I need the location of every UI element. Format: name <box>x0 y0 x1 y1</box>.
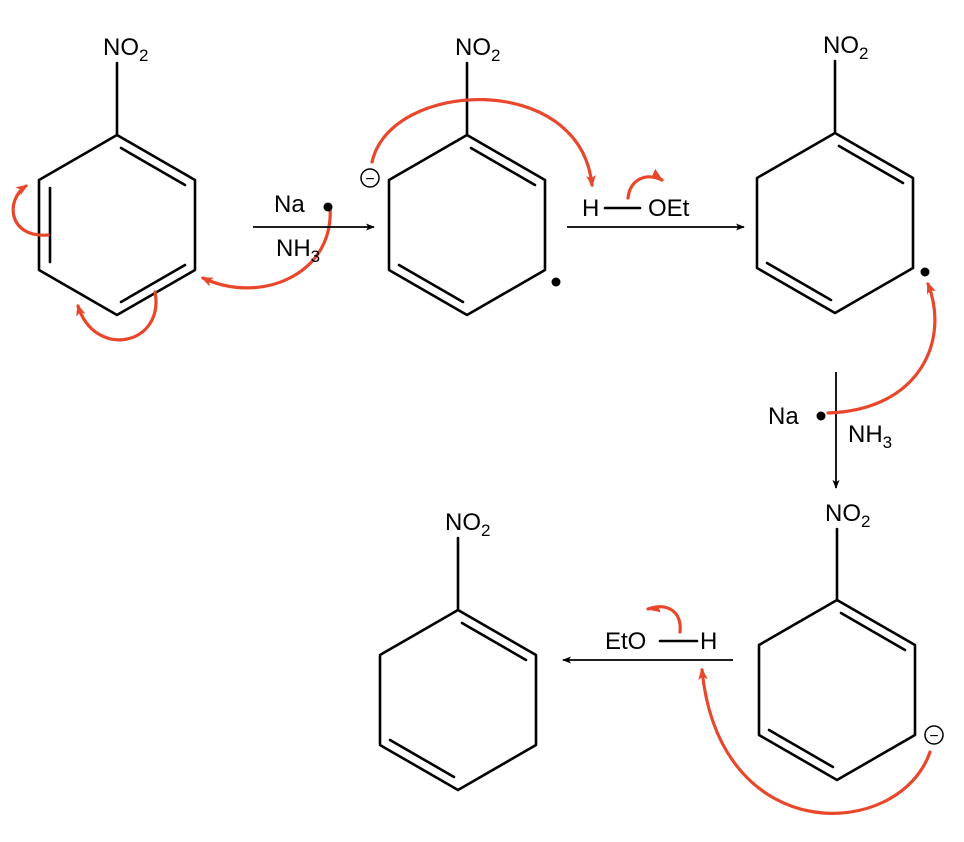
nitro-group-label: NO2 <box>445 509 490 540</box>
ring <box>755 131 915 315</box>
ring <box>757 598 917 782</box>
reagent-ammonia: NH3 <box>848 421 892 452</box>
curly-arrow <box>698 667 932 815</box>
reagent-ethoxy: OEt <box>648 195 690 222</box>
charge-label: − <box>365 171 374 188</box>
reagent-ammonia: NH3 <box>276 235 320 266</box>
benzene-ring <box>37 133 197 317</box>
electron-dot <box>323 202 333 212</box>
curly-arrow <box>76 290 158 342</box>
molecule-product-diene: NO2 <box>378 509 538 792</box>
nitro-group-label: NO2 <box>455 34 500 65</box>
nitro-group-label: NO2 <box>103 34 148 65</box>
molecule-cyclohexadienyl-anion: NO2 − <box>757 500 944 782</box>
reaction-arrow-step2: H OEt <box>567 195 745 231</box>
electron-dot <box>816 411 826 421</box>
negative-charge <box>924 725 944 745</box>
reagent-h: H <box>700 628 717 655</box>
molecule-nitrobenzene: NO2 <box>37 34 197 317</box>
molecule-radical-anion: NO2 − <box>360 34 561 317</box>
reaction-arrow-step3: Na NH3 <box>768 372 892 489</box>
reagent-sodium: Na <box>768 403 799 430</box>
ring-double-bond <box>767 728 835 769</box>
radical-dot <box>920 267 930 277</box>
half-arrow <box>626 168 664 200</box>
reaction-arrow-step4: EtO H <box>562 628 733 664</box>
reaction-arrow-step1: Na NH3 <box>253 191 375 266</box>
nitro-group-label: NO2 <box>823 32 868 63</box>
ring-double-bond <box>119 263 187 304</box>
reagent-ethoxy: EtO <box>605 628 646 655</box>
molecule-cyclohexadienyl-radical: NO2 <box>755 32 930 315</box>
half-arrow <box>646 605 682 634</box>
radical-dot <box>551 277 561 287</box>
ring-double-bond <box>119 146 187 187</box>
negative-charge <box>360 168 380 188</box>
ring-double-bond <box>839 611 907 652</box>
ring-double-bond <box>469 146 537 187</box>
curly-arrow <box>200 204 332 290</box>
ring <box>387 133 547 317</box>
ring-double-bond <box>397 263 465 304</box>
ring-double-bond <box>837 144 905 185</box>
curly-arrow <box>11 184 50 237</box>
ring-double-bond <box>765 261 833 302</box>
reagent-h: H <box>582 195 599 222</box>
charge-label: − <box>929 728 938 745</box>
ring <box>378 608 538 792</box>
reagent-sodium: Na <box>274 191 305 218</box>
nitro-group-label: NO2 <box>825 500 870 531</box>
curly-arrow <box>370 98 596 188</box>
curly-arrow <box>826 281 937 415</box>
ring-double-bond <box>388 738 456 779</box>
ring-double-bond <box>460 621 528 662</box>
